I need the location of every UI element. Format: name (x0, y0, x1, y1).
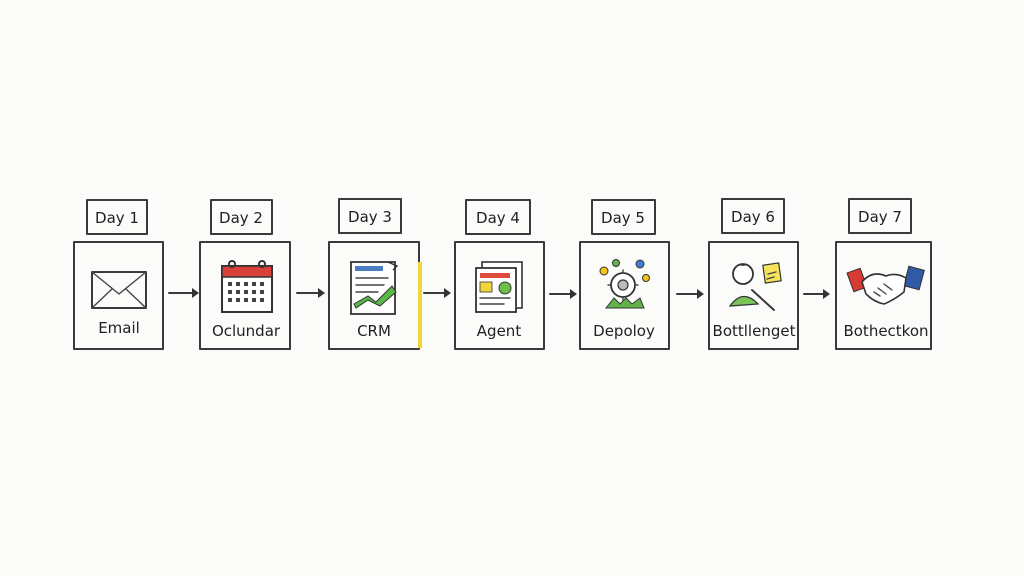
day-tag-6 (721, 198, 785, 234)
step-day-3: Day 3 CRM (328, 198, 422, 350)
handshake-icon (846, 265, 925, 305)
step-card-6 (708, 241, 799, 350)
step-label-3: CRM (357, 322, 391, 340)
step-day-1: Day 1 Email (73, 199, 164, 350)
step-label-1: Email (98, 319, 140, 337)
person-bottleneck-icon (728, 262, 782, 311)
arrow-1-2 (168, 288, 199, 298)
step-day-5: Day 5 Depoloy (579, 199, 670, 350)
step-card-1 (73, 241, 164, 350)
arrow-4-5 (549, 289, 577, 299)
step-label-2: Oclundar (212, 322, 281, 340)
day-label-3: Day 3 (348, 208, 392, 226)
step-card-2 (199, 241, 291, 350)
day-tag-1 (86, 199, 148, 235)
step-day-4: Day 4 Agent (454, 199, 545, 350)
day-tag-5 (591, 199, 656, 235)
step-day-6: Day 6 Bottllenget (708, 198, 799, 350)
arrow-2-3 (296, 288, 325, 298)
envelope-icon (91, 271, 147, 309)
day-label-4: Day 4 (476, 209, 520, 227)
step-day-2: Day 2 Oclundar (199, 199, 291, 350)
step-label-7: Bothectkon (843, 322, 928, 340)
step-label-4: Agent (477, 322, 522, 340)
day-label-7: Day 7 (858, 208, 902, 226)
step-label-5: Depoloy (593, 322, 655, 340)
day-label-5: Day 5 (601, 209, 645, 227)
arrow-3-4 (423, 288, 451, 298)
day-tag-4 (465, 199, 531, 235)
crm-document-icon (350, 261, 399, 315)
day-tag-7 (848, 198, 912, 234)
agent-document-icon (475, 261, 523, 313)
step-day-7: Day 7 Bothectkon (835, 198, 932, 350)
day-tag-3 (338, 198, 402, 234)
arrow-6-7 (803, 289, 830, 299)
step-card-4 (454, 241, 545, 350)
step-card-5 (579, 241, 670, 350)
step-label-6: Bottllenget (713, 322, 796, 340)
calendar-icon (221, 260, 273, 313)
day-label-1: Day 1 (95, 209, 139, 227)
day-label-2: Day 2 (219, 209, 263, 227)
day-label-6: Day 6 (731, 208, 775, 226)
step-card-7 (835, 241, 932, 350)
arrow-5-6 (676, 289, 704, 299)
day-tag-2 (210, 199, 273, 235)
deploy-gears-icon (599, 259, 650, 309)
